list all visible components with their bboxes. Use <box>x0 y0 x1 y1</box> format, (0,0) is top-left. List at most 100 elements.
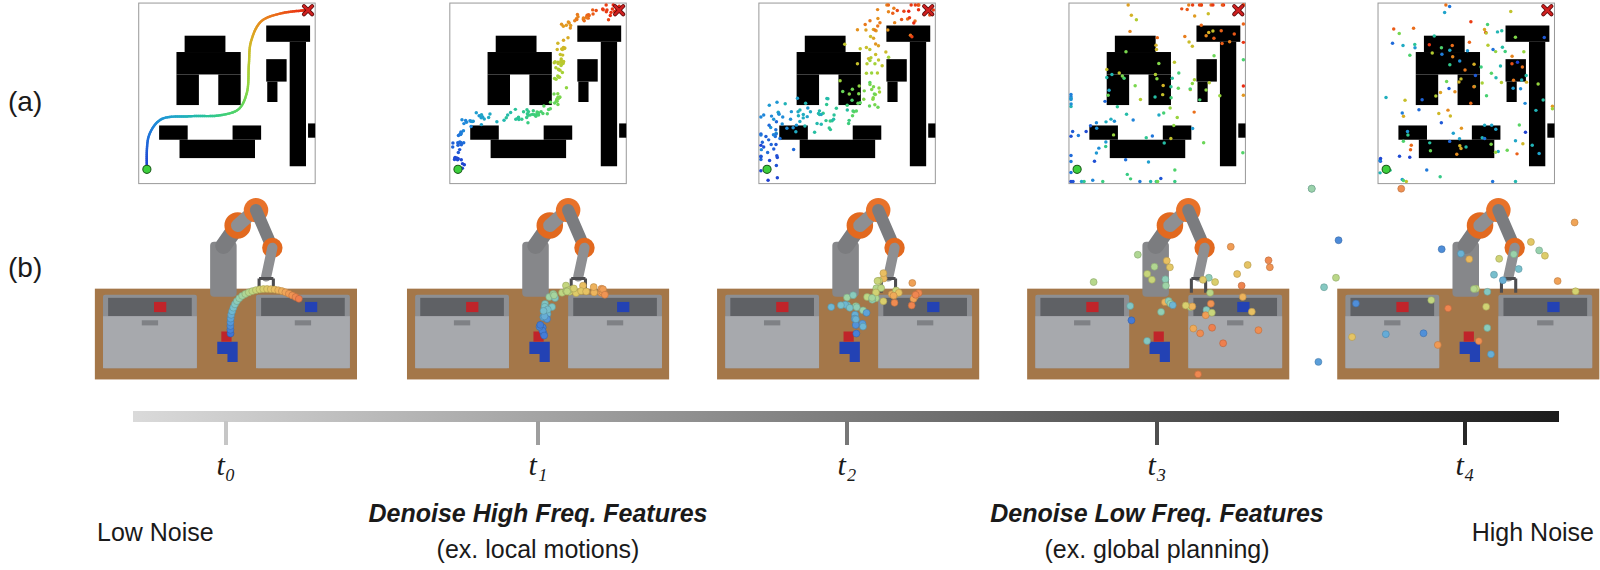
noisy-waypoint <box>798 120 801 123</box>
noisy-waypoint <box>1464 145 1467 148</box>
noisy-waypoint <box>1191 45 1194 48</box>
red-object <box>1464 332 1474 342</box>
noisy-waypoint <box>546 112 549 115</box>
noisy-waypoint <box>1378 171 1381 174</box>
noisy-waypoint <box>785 126 788 129</box>
noisy-waypoint <box>1510 251 1517 258</box>
start-marker <box>454 165 462 173</box>
noisy-waypoint <box>775 154 778 157</box>
noisy-waypoint <box>1154 73 1157 76</box>
noisy-waypoint <box>1420 330 1427 337</box>
noisy-waypoint <box>1494 150 1497 153</box>
goal-marker-cross <box>615 6 623 14</box>
maze-wall <box>470 125 499 139</box>
noisy-waypoint <box>1457 80 1460 83</box>
noisy-waypoint <box>1515 266 1522 273</box>
noisy-waypoint <box>1093 160 1096 163</box>
noisy-waypoint <box>1121 74 1124 77</box>
maze-wall <box>1107 74 1129 105</box>
bin-opening <box>1503 298 1587 316</box>
noisy-waypoint <box>1439 91 1442 94</box>
noisy-waypoint <box>1124 158 1127 161</box>
noisy-waypoint <box>1153 95 1156 98</box>
bin-body <box>415 295 509 368</box>
noisy-waypoint <box>1208 309 1215 316</box>
noisy-waypoint <box>1159 177 1162 180</box>
trajectory-guide <box>853 289 921 334</box>
noisy-waypoint <box>1491 180 1494 183</box>
noisy-waypoint <box>795 123 798 126</box>
bin-handle <box>764 320 780 325</box>
noisy-waypoint <box>775 120 778 123</box>
noisy-waypoint <box>803 124 806 127</box>
noisy-waypoint <box>851 109 854 112</box>
bin-handle <box>454 320 470 325</box>
noisy-waypoint <box>1189 88 1192 91</box>
noisy-waypoint <box>1443 11 1446 14</box>
bin-opening <box>1350 298 1434 316</box>
noisy-waypoint <box>1155 77 1158 80</box>
maze-wall <box>1089 125 1118 139</box>
noisy-waypoint <box>475 111 478 114</box>
bin-front <box>1498 316 1592 368</box>
noisy-waypoint <box>1127 303 1134 310</box>
noisy-waypoint <box>801 116 804 119</box>
noisy-waypoint <box>1204 88 1207 91</box>
noisy-waypoint <box>1429 149 1432 152</box>
tick-mark <box>536 421 540 445</box>
maze-wall <box>1472 125 1501 139</box>
noisy-waypoint <box>1139 98 1142 101</box>
storage-bin <box>1188 295 1282 368</box>
noisy-waypoint <box>1129 177 1132 180</box>
noisy-waypoint <box>912 291 919 298</box>
noisy-waypoint <box>1071 130 1074 133</box>
noisy-waypoint <box>869 294 876 301</box>
noisy-waypoint <box>1158 308 1165 315</box>
noisy-waypoint <box>553 101 556 104</box>
noisy-waypoint <box>540 307 547 314</box>
robot-arm <box>832 198 904 297</box>
noisy-waypoint <box>1448 63 1451 66</box>
bin-front <box>1345 316 1439 368</box>
noisy-waypoint <box>1475 338 1482 345</box>
trajectory-guide <box>147 10 308 166</box>
noisy-waypoint <box>460 158 463 161</box>
noisy-waypoint <box>1173 180 1176 183</box>
noisy-waypoint <box>1434 341 1441 348</box>
noisy-waypoint <box>1169 96 1172 99</box>
noisy-waypoint <box>1163 257 1170 264</box>
noisy-waypoint <box>759 133 762 136</box>
noisy-waypoint <box>1135 18 1138 21</box>
blue-cube <box>927 302 939 312</box>
noisy-waypoint <box>1242 41 1245 44</box>
noisy-waypoint <box>1522 50 1525 53</box>
noisy-waypoint <box>1401 111 1404 114</box>
table-top <box>717 289 979 380</box>
noisy-waypoint <box>902 10 905 13</box>
blue-cube <box>617 302 629 312</box>
noisy-waypoint <box>838 79 841 82</box>
noisy-waypoint <box>1130 13 1133 16</box>
noisy-waypoint <box>863 309 870 316</box>
start-marker <box>1073 165 1081 173</box>
noisy-waypoint <box>815 122 818 125</box>
noisy-waypoint <box>1524 74 1527 77</box>
noisy-waypoint <box>1521 65 1524 68</box>
noisy-waypoint <box>1105 76 1108 79</box>
noisy-waypoint <box>1451 55 1454 58</box>
noisy-waypoint <box>1409 148 1412 151</box>
noisy-waypoint <box>847 119 850 122</box>
noisy-waypoint <box>1391 41 1394 44</box>
blue-object <box>529 342 549 362</box>
noisy-waypoint <box>1470 285 1477 292</box>
noisy-waypoint <box>1523 102 1526 105</box>
noisy-waypoint <box>1189 303 1196 310</box>
noisy-waypoint <box>559 64 562 67</box>
noisy-waypoint <box>1126 173 1129 176</box>
maze-wall <box>805 36 846 52</box>
maze-wall <box>1419 140 1494 158</box>
noisy-waypoint <box>462 122 465 125</box>
noisy-waypoint <box>851 88 854 91</box>
noisy-waypoint <box>1534 109 1537 112</box>
noisy-waypoint <box>1208 81 1211 84</box>
